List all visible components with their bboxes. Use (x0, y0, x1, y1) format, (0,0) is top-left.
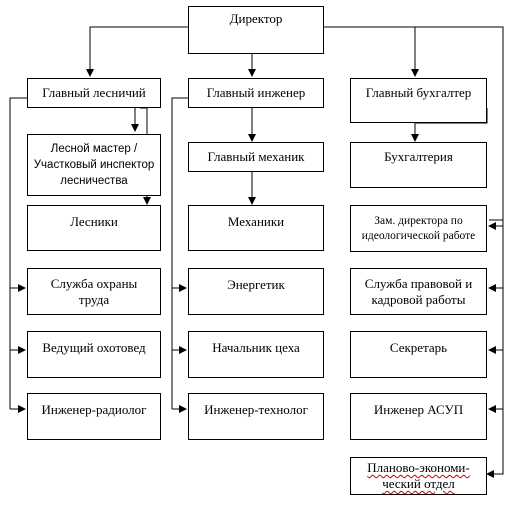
box-labor-safety: Служба охраны труда (27, 268, 161, 315)
secretary-label: Секретарь (389, 340, 448, 355)
connector-director-accounting (324, 26, 419, 77)
box-chief-mechanic: Главный механик (188, 142, 324, 172)
box-mechanics: Механики (188, 205, 324, 251)
chief-forester-label: Главный лесничий (42, 85, 146, 100)
box-planning-dept: Планово-экономи- ческий отдел (350, 457, 487, 495)
deputy-director-label: Зам. директора по идеологической работе (361, 214, 476, 242)
mechanics-label: Механики (227, 214, 285, 229)
director-label: Директор (229, 11, 283, 26)
box-radiologist: Инженер-радиолог (27, 393, 161, 440)
forest-master-label: Лесной мастер / Участковый инспектор лес… (33, 143, 155, 187)
connector-accounting-spine (415, 108, 488, 124)
energetic-label: Энергетик (227, 277, 285, 292)
box-deputy-director: Зам. директора по идеологической работе (350, 205, 487, 252)
connector-director-planning (324, 26, 504, 478)
labor-safety-label: Служба охраны труда (50, 275, 138, 307)
rangers-label: Лесники (70, 214, 118, 229)
asup-engineer-label: Инженер АСУП (373, 402, 464, 417)
chief-engineer-label: Главный инженер (206, 85, 306, 100)
box-technologist: Инженер-технолог (188, 393, 324, 440)
box-rangers: Лесники (27, 205, 161, 251)
box-bookkeeping: Бухгалтерия (350, 142, 487, 188)
connector-engineering-spine (171, 97, 188, 409)
planning-dept-label: Планово-экономи- ческий отдел (367, 460, 470, 491)
radiologist-label: Инженер-радиолог (41, 402, 147, 417)
legal-hr-label: Служба правовой и кадровой работы (364, 275, 473, 307)
box-chief-engineer: Главный инженер (188, 78, 324, 108)
box-legal-hr: Служба правовой и кадровой работы (350, 268, 487, 315)
box-director: Директор (188, 6, 324, 54)
box-shop-chief: Начальник цеха (188, 331, 324, 378)
connector-director-forestry (86, 26, 188, 77)
box-forest-master: Лесной мастер / Участковый инспектор лес… (27, 134, 161, 196)
chief-accountant-label: Главный бухгалтер (365, 85, 472, 100)
box-chief-accountant: Главный бухгалтер (350, 78, 487, 123)
connector-forestry-spine (9, 97, 27, 409)
technologist-label: Инженер-технолог (204, 402, 308, 417)
chief-mechanic-label: Главный механик (207, 149, 305, 164)
box-chief-forester: Главный лесничий (27, 78, 161, 108)
bookkeeping-label: Бухгалтерия (384, 149, 453, 164)
box-asup-engineer: Инженер АСУП (350, 393, 487, 440)
box-energetic: Энергетик (188, 268, 324, 315)
box-lead-huntsman: Ведущий охотовед (27, 331, 161, 378)
box-secretary: Секретарь (350, 331, 487, 378)
shop-chief-label: Начальник цеха (212, 340, 300, 355)
lead-huntsman-label: Ведущий охотовед (42, 340, 146, 355)
